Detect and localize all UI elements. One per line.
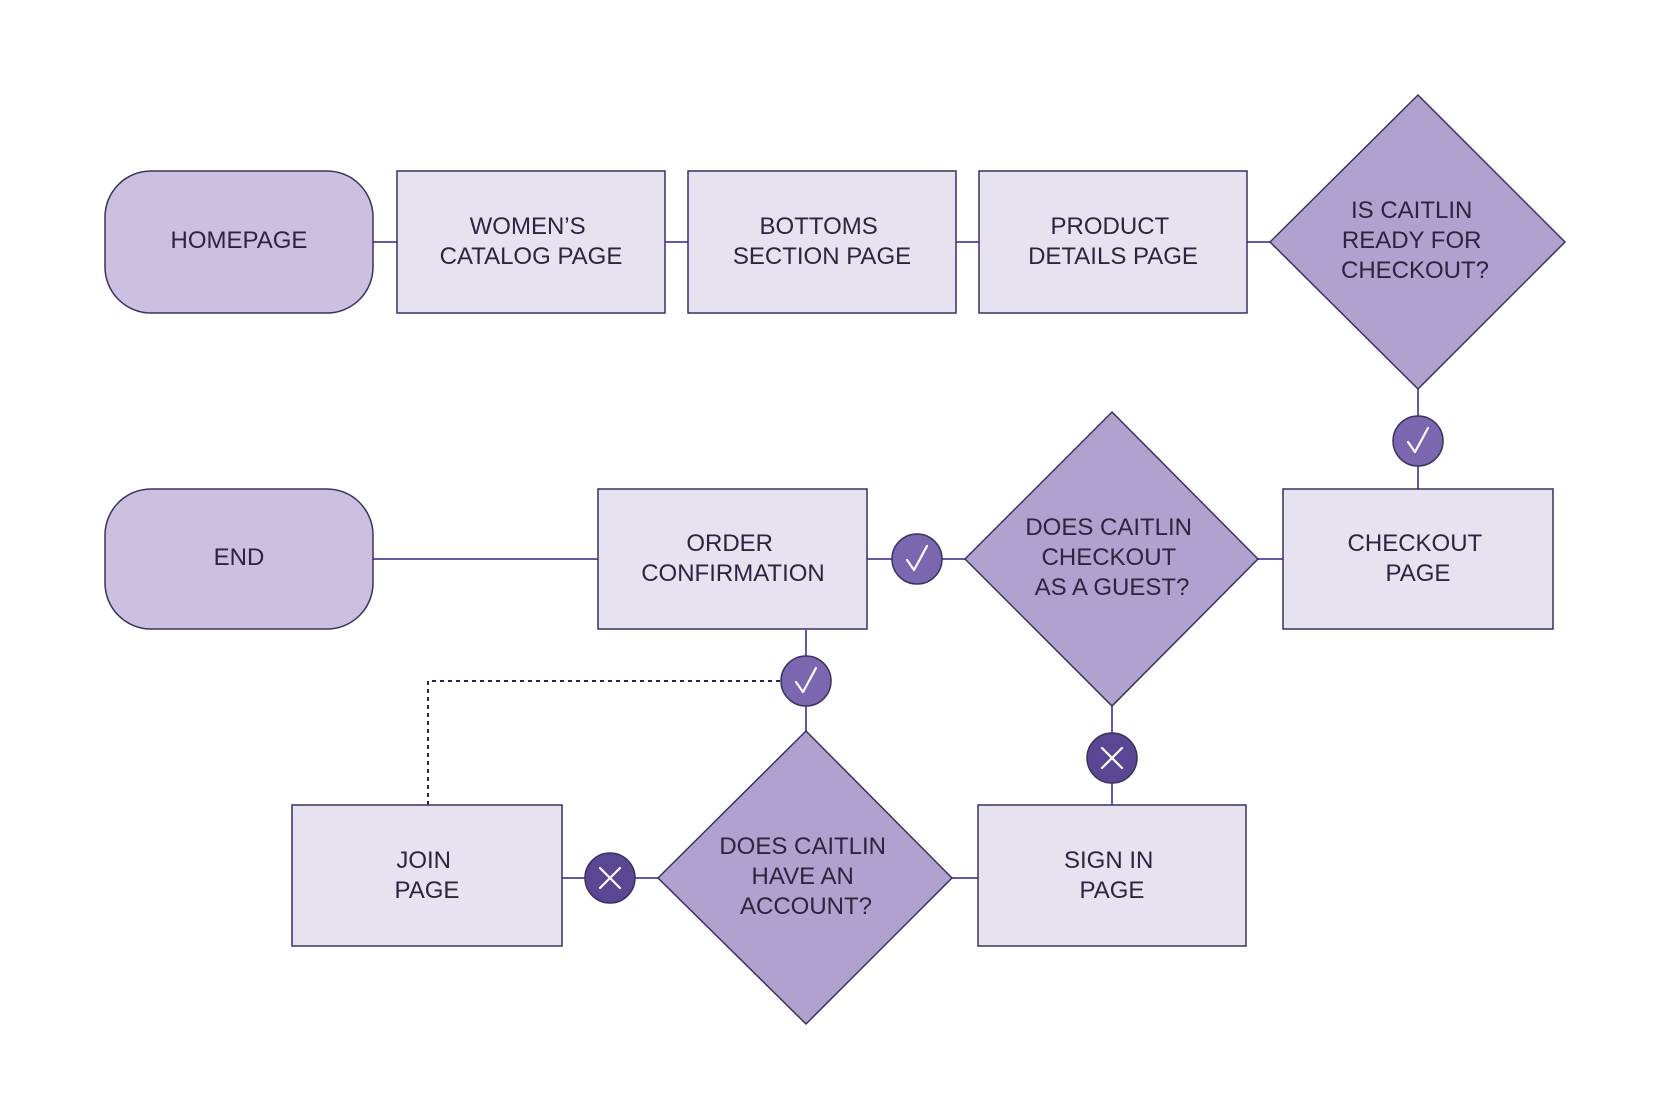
label-line: SIGN IN [1064, 847, 1153, 874]
badge-circle [780, 655, 832, 707]
process-shape [396, 170, 666, 314]
label-line: DOES CAITLIN [719, 833, 886, 860]
node-checkout-page: CHECKOUT PAGE [1282, 488, 1554, 630]
label-line: CHECKOUT [1042, 544, 1177, 571]
label-line: END [214, 544, 265, 571]
no-badge-have-account [584, 852, 636, 904]
node-label: PRODUCT DETAILS PAGE [1028, 213, 1198, 270]
node-label: DOES CAITLIN CHECKOUT AS A GUEST? [1025, 514, 1198, 601]
terminal-shape [104, 170, 374, 314]
cross-icon [1100, 746, 1124, 770]
node-label: WOMEN’S CATALOG PAGE [440, 213, 623, 270]
label-line: BOTTOMS [760, 213, 878, 240]
badge-circle [891, 533, 943, 585]
process-shape [1282, 488, 1554, 630]
node-ready-for-checkout-decision: IS CAITLIN READY FOR CHECKOUT? [1268, 93, 1567, 391]
process-shape [978, 170, 1248, 314]
label-line: DOES CAITLIN [1025, 514, 1192, 541]
node-label: ORDER CONFIRMATION [641, 530, 825, 587]
label-line: ORDER [686, 530, 773, 557]
node-homepage: HOMEPAGE [104, 170, 374, 314]
badge-circle [1392, 415, 1444, 467]
no-badge-checkout-as-guest [1086, 732, 1138, 784]
label-line: PAGE [1386, 560, 1451, 587]
process-shape [687, 170, 957, 314]
label-line: JOIN [396, 847, 451, 874]
node-label: JOIN PAGE [395, 847, 460, 904]
node-end: END [104, 488, 374, 630]
node-label: HOMEPAGE [171, 227, 308, 254]
process-shape [291, 804, 563, 947]
node-label: DOES CAITLIN HAVE AN ACCOUNT? [719, 833, 892, 920]
node-join-page: JOIN PAGE [291, 804, 563, 947]
node-label: BOTTOMS SECTION PAGE [733, 213, 911, 270]
node-womens-catalog-page: WOMEN’S CATALOG PAGE [396, 170, 666, 314]
label-line: HAVE AN [752, 863, 854, 890]
cross-icon [598, 866, 622, 890]
node-label: END [214, 544, 265, 571]
label-line: READY FOR [1342, 227, 1482, 254]
terminal-shape [104, 488, 374, 630]
decision-shape [1268, 93, 1567, 391]
node-product-details-page: PRODUCT DETAILS PAGE [978, 170, 1248, 314]
process-shape [597, 488, 868, 630]
yes-badge-checkout-as-guest [891, 533, 943, 585]
edge-join-page-order-confirmation [427, 680, 806, 805]
label-line: SECTION PAGE [733, 243, 911, 270]
label-line: CHECKOUT [1348, 530, 1483, 557]
node-label: SIGN IN PAGE [1064, 847, 1160, 904]
label-line: AS A GUEST? [1035, 574, 1190, 601]
node-bottoms-section-page: BOTTOMS SECTION PAGE [687, 170, 957, 314]
label-line: IS CAITLIN [1351, 197, 1472, 224]
node-order-confirmation: ORDER CONFIRMATION [597, 488, 868, 630]
label-line: HOMEPAGE [171, 227, 308, 254]
label-line: PRODUCT [1051, 213, 1170, 240]
cross-stroke [598, 866, 622, 890]
yes-badge-have-account [780, 655, 832, 707]
label-line: PAGE [1080, 877, 1145, 904]
node-label: CHECKOUT PAGE [1348, 530, 1489, 587]
node-checkout-as-guest-decision: DOES CAITLIN CHECKOUT AS A GUEST? [963, 410, 1260, 708]
process-shape [977, 804, 1247, 947]
label-line: DETAILS PAGE [1028, 243, 1198, 270]
label-line: CONFIRMATION [641, 560, 825, 587]
node-label: IS CAITLIN READY FOR CHECKOUT? [1341, 197, 1489, 284]
label-line: PAGE [395, 877, 460, 904]
label-line: ACCOUNT? [740, 893, 872, 920]
check-icon [794, 666, 818, 694]
node-sign-in-page: SIGN IN PAGE [977, 804, 1247, 947]
label-line: CHECKOUT? [1341, 257, 1489, 284]
check-icon [905, 544, 929, 572]
decision-shape [656, 729, 954, 1026]
decision-shape [963, 410, 1260, 708]
node-have-account-decision: DOES CAITLIN HAVE AN ACCOUNT? [656, 729, 954, 1026]
label-line: WOMEN’S [470, 213, 586, 240]
yes-badge-ready-for-checkout [1392, 415, 1444, 467]
label-line: CATALOG PAGE [440, 243, 623, 270]
cross-stroke [1100, 746, 1124, 770]
check-icon [1406, 426, 1430, 454]
